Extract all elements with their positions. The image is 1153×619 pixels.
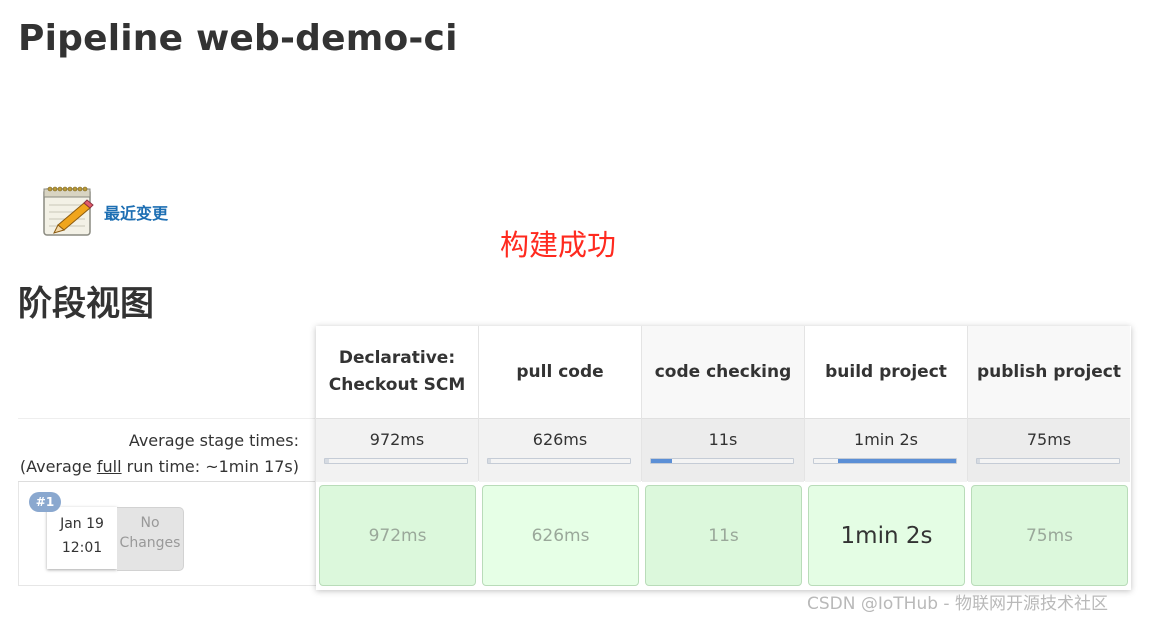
average-times-label: Average stage times: (Average full run t… bbox=[20, 428, 299, 480]
stage-run-cell[interactable]: 1min 2s bbox=[808, 485, 965, 586]
stage-average-bar bbox=[487, 458, 631, 464]
stage-average: 75ms bbox=[968, 418, 1130, 482]
average-full-suffix: run time: ~1min 17s) bbox=[121, 457, 299, 476]
notepad-icon bbox=[40, 183, 96, 239]
stage-column: build project 1min 2s 1min 2s bbox=[805, 326, 967, 590]
divider bbox=[478, 326, 479, 481]
divider bbox=[18, 418, 315, 419]
divider bbox=[18, 481, 315, 482]
stage-name: build project bbox=[825, 361, 947, 382]
stage-header: pull code bbox=[479, 326, 641, 418]
stage-header: publish project bbox=[968, 326, 1130, 418]
average-full-prefix: (Average bbox=[19, 457, 97, 476]
stage-name: Declarative: bbox=[338, 348, 456, 368]
stage-average-bar bbox=[650, 458, 794, 464]
stage-column: pull code 626ms 626ms bbox=[479, 326, 641, 590]
divider bbox=[967, 326, 968, 481]
stage-average: 626ms bbox=[479, 418, 641, 482]
stage-average-bar-fill bbox=[651, 459, 672, 463]
stage-header: build project bbox=[805, 326, 967, 418]
stage-header: code checking bbox=[642, 326, 804, 418]
stage-name: publish project bbox=[976, 361, 1122, 382]
divider bbox=[804, 326, 805, 481]
average-stage-times-text: Average stage times: bbox=[128, 431, 299, 450]
build-success-annotation: 构建成功 bbox=[500, 228, 617, 262]
stage-average-bar bbox=[813, 458, 957, 464]
stage-average-bar-fill bbox=[488, 459, 491, 463]
stage-column: publish project 75ms 75ms bbox=[968, 326, 1130, 590]
stage-average-bar-fill bbox=[325, 459, 329, 463]
stage-average-time: 11s bbox=[708, 430, 738, 449]
full-run-link[interactable]: full bbox=[96, 457, 122, 476]
build-number-badge[interactable]: #1 bbox=[29, 492, 61, 512]
stage-average: 1min 2s bbox=[805, 418, 967, 482]
watermark: CSDN @IoTHub - 物联网开源技术社区 bbox=[807, 594, 1108, 614]
stage-average-bar bbox=[976, 458, 1120, 464]
stage-average-time: 626ms bbox=[532, 430, 588, 449]
stage-view-left-column: Average stage times: (Average full run t… bbox=[18, 326, 316, 590]
stage-header: Declarative: Checkout SCM bbox=[316, 326, 478, 418]
stage-average-bar-fill bbox=[977, 459, 980, 463]
stage-view: Average stage times: (Average full run t… bbox=[18, 326, 1133, 590]
stage-run-cell[interactable]: 75ms bbox=[971, 485, 1128, 586]
recent-changes-row[interactable]: 最近变更 bbox=[40, 183, 168, 239]
stage-average-time: 75ms bbox=[1026, 430, 1072, 449]
stage-average-time: 1min 2s bbox=[854, 430, 918, 449]
stage-name: code checking bbox=[654, 361, 792, 382]
divider bbox=[641, 326, 642, 481]
changes-box: No Changes bbox=[117, 507, 184, 571]
stage-name-line2: Checkout SCM bbox=[328, 375, 466, 395]
stage-run-cell[interactable]: 11s bbox=[645, 485, 802, 586]
changes-line1: No bbox=[140, 515, 160, 531]
stage-name: pull code bbox=[516, 361, 604, 382]
build-date: Jan 19 bbox=[60, 516, 104, 532]
build-time: 12:01 bbox=[61, 540, 103, 556]
stage-average-time: 972ms bbox=[369, 430, 425, 449]
stage-average-bar-fill bbox=[838, 459, 956, 463]
stage-grid: Declarative: Checkout SCM 972ms 972ms pul… bbox=[316, 326, 1131, 590]
recent-changes-link[interactable]: 最近变更 bbox=[104, 204, 169, 223]
build-row bbox=[18, 482, 316, 586]
stage-column: code checking 11s 11s bbox=[642, 326, 804, 590]
stage-run-cell[interactable]: 972ms bbox=[319, 485, 476, 586]
stage-average-bar bbox=[324, 458, 468, 464]
build-date-card[interactable]: Jan 19 12:01 bbox=[47, 507, 117, 569]
stage-average: 11s bbox=[642, 418, 804, 482]
stage-view-title: 阶段视图 bbox=[18, 284, 154, 324]
changes-line2: Changes bbox=[119, 535, 181, 551]
stage-column: Declarative: Checkout SCM 972ms 972ms bbox=[316, 326, 478, 590]
page-title: Pipeline web-demo-ci bbox=[18, 18, 458, 59]
stage-average: 972ms bbox=[316, 418, 478, 482]
stage-run-cell[interactable]: 626ms bbox=[482, 485, 639, 586]
